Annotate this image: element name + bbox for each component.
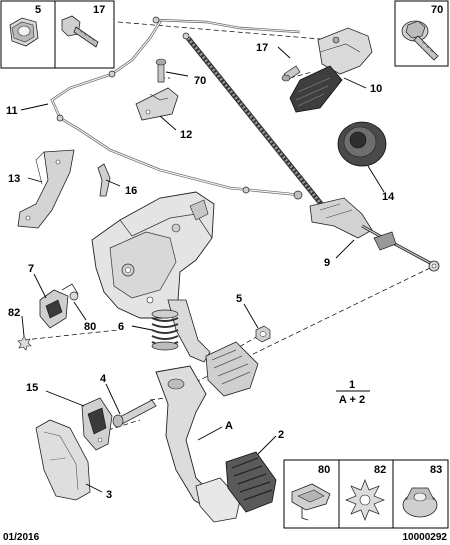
master-cylinder — [289, 27, 373, 113]
callout-16: 16 — [125, 185, 137, 197]
bracket-12 — [135, 87, 179, 121]
callout-7: 7 — [28, 263, 34, 275]
callout-82: 82 — [8, 307, 20, 319]
inset-box-bottom-right: 80 82 83 — [283, 459, 449, 529]
inset-label-nut: 5 — [35, 4, 41, 16]
assembly-equation: 1 A + 2 — [336, 379, 370, 406]
clip-16 — [97, 163, 111, 197]
inset-label-push-nut: 83 — [430, 464, 442, 476]
leader-lines — [20, 46, 385, 493]
inset-label-flange-bolt: 70 — [431, 4, 443, 16]
bracket-13 — [17, 149, 75, 229]
brake-pedal-pad — [205, 341, 259, 397]
callout-5: 5 — [236, 293, 242, 305]
inset-label-star-washer: 82 — [374, 464, 386, 476]
clutch-cylinder-rod-9 — [309, 197, 440, 272]
inset-label-bolt: 17 — [93, 4, 105, 16]
small-bolt-17 — [281, 65, 301, 82]
braided-cable — [182, 32, 324, 207]
pedal-box-assembly — [91, 191, 259, 397]
callout-4: 4 — [100, 373, 107, 385]
flange-bolt-icon — [401, 20, 439, 61]
callout-10: 10 — [370, 83, 382, 95]
spring-6 — [151, 309, 179, 351]
clip-icon — [291, 483, 331, 521]
switch-7 — [39, 283, 79, 329]
inset-label-clip: 80 — [318, 464, 330, 476]
callout-80: 80 — [84, 321, 96, 333]
callout-2: 2 — [278, 429, 284, 441]
callout-6: 6 — [118, 321, 124, 333]
callout-13: 13 — [8, 173, 20, 185]
callout-70: 70 — [194, 75, 206, 87]
small-bolt-70 — [155, 58, 167, 83]
pedal-pad-2 — [225, 451, 277, 513]
callout-12: 12 — [180, 129, 192, 141]
dust-boot-14 — [337, 121, 387, 167]
nut-5 — [255, 325, 271, 343]
washer-82 — [17, 335, 32, 351]
bolt-icon — [61, 15, 99, 48]
callout-labels: 17 70 10 11 12 13 16 14 9 7 82 80 5 6 4 … — [6, 42, 395, 501]
footer-doc-number: 10000292 — [403, 532, 448, 543]
callout-9: 9 — [324, 257, 330, 269]
boot-bellows — [289, 65, 343, 113]
callout-17: 17 — [256, 42, 268, 54]
callout-3: 3 — [106, 489, 112, 501]
hydraulic-pipe — [50, 16, 303, 200]
cover-3 — [35, 419, 91, 501]
equation-numerator: 1 — [349, 379, 355, 391]
equation-denominator: A + 2 — [339, 394, 365, 406]
sensor-bracket-15 — [81, 397, 113, 451]
inset-box-top-right: 70 — [394, 0, 449, 67]
footer-date: 01/2016 — [3, 532, 40, 543]
callout-11: 11 — [6, 105, 18, 117]
callout-14: 14 — [382, 191, 395, 203]
callout-15: 15 — [26, 382, 38, 394]
star-washer-icon — [345, 479, 385, 521]
push-nut-icon — [402, 487, 438, 518]
inset-box-top-left: 5 17 — [0, 0, 115, 69]
nut-icon — [9, 17, 39, 47]
callout-A: A — [225, 420, 233, 432]
pivot-bolt-4 — [112, 399, 157, 428]
